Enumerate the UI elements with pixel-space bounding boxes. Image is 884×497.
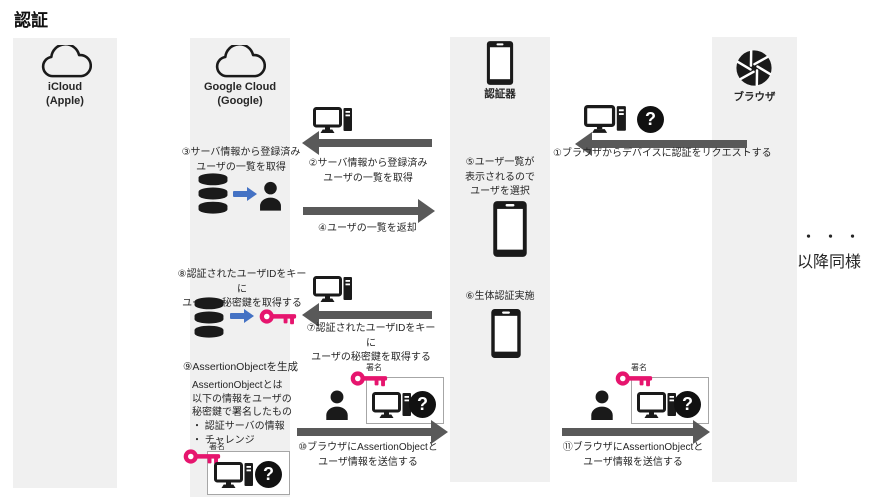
column-browser bbox=[712, 37, 797, 482]
person-icon bbox=[325, 390, 349, 420]
key-icon bbox=[350, 369, 388, 388]
cloud-icon bbox=[214, 45, 266, 79]
column-authenticator bbox=[450, 37, 550, 482]
question-icon: ? bbox=[409, 391, 436, 418]
question-icon: ? bbox=[255, 461, 282, 488]
signature-label: 署名 bbox=[366, 363, 382, 372]
step-7-label: ⑦認証されたユーザIDをキーに ユーザの秘密鍵を取得する bbox=[306, 323, 436, 363]
step-6-label: ⑥生体認証実施 bbox=[465, 291, 535, 302]
signature-label: 署名 bbox=[209, 442, 225, 451]
computer-icon bbox=[372, 392, 412, 419]
column-browser-label: ブラウザ bbox=[733, 91, 776, 103]
question-icon: ? bbox=[674, 391, 701, 418]
computer-icon bbox=[637, 392, 677, 419]
page-title: 認証 bbox=[14, 11, 48, 30]
step-11-label: ⑪ブラウザにAssertionObjectと ユーザ情報を送信する bbox=[562, 442, 704, 468]
column-icloud-label: iCloud (Apple) bbox=[46, 81, 84, 108]
step-4-label: ④ユーザの一覧を返却 bbox=[318, 223, 417, 234]
smartphone-icon bbox=[490, 308, 522, 359]
arrow-step-1 bbox=[575, 132, 747, 156]
person-icon bbox=[590, 390, 614, 420]
database-icon bbox=[193, 297, 225, 338]
cloud-icon bbox=[40, 45, 92, 79]
column-google-cloud-label: Google Cloud (Google) bbox=[203, 81, 277, 108]
step-9-note: AssertionObjectとは 以下の情報をユーザの 秘密鍵で署名したもの bbox=[192, 380, 292, 418]
arrow-step-2 bbox=[302, 131, 432, 155]
person-icon bbox=[259, 181, 282, 211]
step-8-label: ⑧認証されたユーザIDをキーに ユーザの秘密鍵を取得する bbox=[177, 269, 307, 309]
column-google-cloud bbox=[190, 38, 290, 497]
computer-icon bbox=[584, 105, 627, 134]
column-icloud bbox=[13, 38, 117, 488]
computer-icon bbox=[313, 107, 353, 134]
key-icon bbox=[259, 307, 297, 326]
step-1-label: ①ブラウザからデバイスに認証をリクエストする bbox=[553, 148, 772, 159]
arrow-step-7 bbox=[302, 303, 432, 327]
aperture-icon bbox=[735, 49, 773, 87]
question-icon: ? bbox=[637, 106, 664, 133]
key-icon bbox=[615, 369, 653, 388]
hereafter-note: 以降同様 bbox=[797, 254, 862, 271]
blue-arrow-icon bbox=[230, 309, 254, 323]
arrow-step-11 bbox=[562, 420, 710, 444]
step-2-label: ②サーバ情報から登録済み ユーザの一覧を取得 bbox=[308, 158, 428, 184]
column-authenticator-label: 認証器 bbox=[484, 88, 516, 100]
step-9-label: ⑨AssertionObjectを生成 bbox=[183, 361, 299, 373]
signature-label: 署名 bbox=[631, 363, 647, 372]
computer-icon bbox=[214, 462, 254, 489]
arrow-step-4 bbox=[303, 199, 435, 223]
step-9-bullets: ・ 認証サーバの情報 ・ チャレンジ bbox=[192, 421, 285, 446]
smartphone-icon bbox=[486, 40, 514, 86]
step-10-label: ⑩ブラウザにAssertionObjectと ユーザ情報を送信する bbox=[298, 442, 438, 468]
computer-icon bbox=[313, 276, 353, 303]
step-5-label: ⑤ユーザ一覧が 表示されるので ユーザを選択 bbox=[465, 157, 535, 197]
arrow-step-10 bbox=[297, 420, 448, 444]
blue-arrow-icon bbox=[233, 187, 257, 201]
ellipsis-dots: ・・・ bbox=[802, 229, 869, 244]
step-3-label: ③サーバ情報から登録済み ユーザの一覧を取得 bbox=[181, 147, 301, 173]
database-icon bbox=[197, 173, 229, 214]
smartphone-icon bbox=[492, 200, 528, 258]
